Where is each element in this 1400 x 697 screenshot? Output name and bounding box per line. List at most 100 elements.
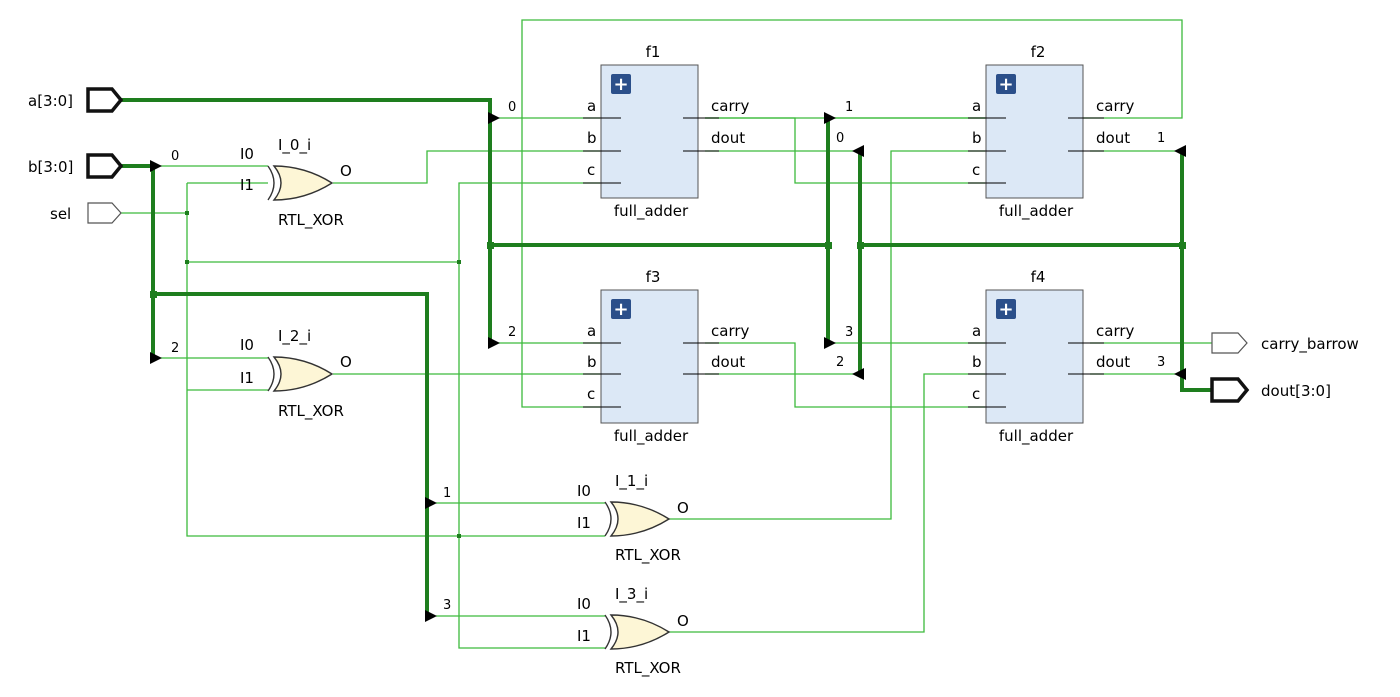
gate-pin-O: O	[677, 612, 689, 630]
port-sel[interactable]: sel	[50, 202, 122, 224]
gate-pin-O: O	[340, 162, 352, 180]
port-carry-barrow[interactable]: carry_barrow	[1211, 332, 1359, 354]
plus-icon	[996, 74, 1016, 94]
port-label: a[3:0]	[28, 92, 73, 110]
block-f3[interactable]: f3 + a b c carry dout full_adder	[583, 268, 750, 446]
pin-c: c	[587, 385, 595, 403]
xor-gate-icon	[609, 614, 671, 650]
bus-index: 3	[845, 325, 853, 340]
xor-gate-I1[interactable]: I_1_i I0 I1 O RTL_XOR	[577, 472, 689, 565]
pin-dout: dout	[711, 353, 745, 371]
xor-back-curve	[267, 165, 275, 201]
ripper-a3	[824, 337, 836, 349]
bus-index: 1	[443, 486, 451, 501]
gate-instance-name: I_3_i	[615, 585, 648, 604]
plus-glyph: +	[613, 299, 628, 320]
gate-type: RTL_XOR	[278, 402, 344, 421]
wire-sel-to-f1c	[458, 182, 600, 262]
gate-pin-I0: I0	[240, 336, 254, 354]
pin-dout: dout	[711, 129, 745, 147]
bus-index: 1	[1157, 131, 1165, 146]
junction	[857, 242, 864, 249]
junction	[185, 260, 189, 264]
bus-index: 3	[1157, 355, 1165, 370]
pin-b: b	[972, 129, 982, 147]
pin-c: c	[587, 161, 595, 179]
gate-type: RTL_XOR	[278, 211, 344, 230]
xor-gate-icon	[272, 165, 334, 201]
junction	[487, 242, 494, 249]
gate-pin-I0: I0	[577, 595, 591, 613]
block-instance-name: f1	[646, 43, 661, 61]
gate-pin-I1: I1	[240, 369, 254, 387]
pin-a: a	[587, 322, 596, 340]
ripper-a2	[488, 337, 500, 349]
xor-gate-I3[interactable]: I_3_i I0 I1 O RTL_XOR	[577, 585, 689, 678]
ripper-b0	[150, 160, 162, 172]
port-b[interactable]: b[3:0]	[28, 153, 124, 179]
pin-carry: carry	[1096, 97, 1135, 115]
block-f1[interactable]: f1 + a b c carry dout full_adder	[583, 43, 750, 221]
plus-icon	[611, 299, 631, 319]
xor-back-curve	[604, 614, 612, 650]
ripper-b2	[150, 352, 162, 364]
plus-glyph: +	[998, 74, 1013, 95]
block-instance-name: f2	[1031, 43, 1046, 61]
pin-a: a	[587, 97, 596, 115]
port-a[interactable]: a[3:0]	[28, 87, 124, 113]
bus-index: 0	[836, 131, 844, 146]
bus-a	[121, 98, 492, 343]
gate-pin-I1: I1	[240, 176, 254, 194]
input-bus-port-icon	[86, 153, 124, 179]
bus-index: 1	[845, 100, 853, 115]
wire-gate0-f1b	[333, 150, 600, 184]
wire-gate1-f2b	[669, 150, 985, 520]
junction	[150, 291, 157, 298]
ripper-d2	[852, 368, 864, 380]
plus-icon	[996, 299, 1016, 319]
gate-type: RTL_XOR	[615, 659, 681, 678]
block-instance-name: f4	[1031, 268, 1046, 286]
pin-b: b	[587, 129, 597, 147]
plus-glyph: +	[613, 74, 628, 95]
bus-index: 0	[171, 149, 179, 164]
gate-instance-name: I_2_i	[278, 327, 311, 346]
ripper-b3	[425, 610, 437, 622]
ripper-a1	[824, 112, 836, 124]
xor-gate-icon	[609, 501, 671, 537]
gate-type: RTL_XOR	[615, 546, 681, 565]
block-f2[interactable]: f2 + a b c carry dout full_adder	[968, 43, 1135, 221]
junction	[457, 260, 461, 264]
pin-a: a	[972, 97, 981, 115]
xor-gate-I2[interactable]: I_2_i I0 I1 O RTL_XOR	[240, 327, 352, 421]
xor-back-curve	[267, 356, 275, 392]
xor-gate-icon	[272, 356, 334, 392]
bus-index: 2	[508, 325, 516, 340]
gate-pin-I0: I0	[240, 145, 254, 163]
wire-gate3-f4b	[669, 373, 985, 633]
port-label: b[3:0]	[28, 158, 73, 176]
port-label: carry_barrow	[1261, 335, 1359, 354]
gate-instance-name: I_0_i	[278, 136, 311, 155]
input-port-icon	[87, 202, 122, 224]
block-f4[interactable]: f4 + a b c carry dout full_adder	[968, 268, 1135, 446]
bus-index: 2	[171, 341, 179, 356]
xor-back-curve	[604, 501, 612, 537]
pin-carry: carry	[711, 97, 750, 115]
junction	[825, 242, 832, 249]
block-type: full_adder	[614, 202, 689, 221]
junction	[185, 211, 189, 215]
ripper-d0	[852, 145, 864, 157]
ripper-d3	[1174, 368, 1186, 380]
pin-carry: carry	[1096, 322, 1135, 340]
xor-gate-I0[interactable]: I_0_i I0 I1 O RTL_XOR	[240, 136, 352, 230]
output-bus-port-icon	[1210, 377, 1250, 403]
port-dout[interactable]: dout[3:0]	[1210, 377, 1331, 403]
pin-c: c	[972, 161, 980, 179]
gate-instance-name: I_1_i	[615, 472, 648, 491]
block-instance-name: f3	[646, 268, 661, 286]
gate-pin-O: O	[677, 499, 689, 517]
block-type: full_adder	[999, 202, 1074, 221]
ripper-b1	[425, 497, 437, 509]
gate-pin-O: O	[340, 353, 352, 371]
